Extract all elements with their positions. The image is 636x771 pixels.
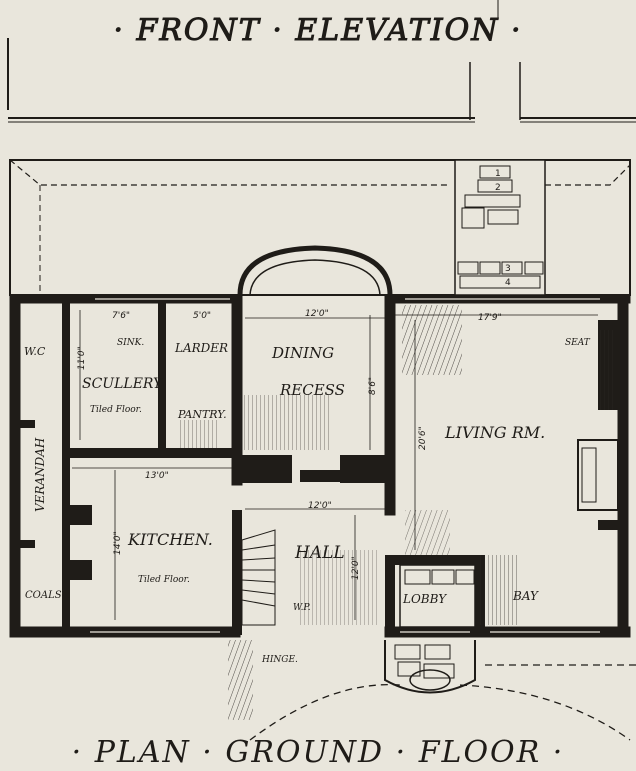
- room-label-kitchen: KITCHEN.: [127, 530, 213, 549]
- windows: [90, 298, 600, 633]
- svg-text:3: 3: [505, 264, 511, 274]
- svg-text:1: 1: [495, 169, 501, 179]
- chimney-course-numbers: 1 2 3 4: [495, 169, 511, 288]
- svg-text:2: 2: [495, 183, 501, 193]
- room-label-coals: COALS: [25, 590, 62, 601]
- dimension-labels: 12'0" 17'9" 7'6" 5'0" 13'0" 12'0" 11'0" …: [77, 309, 502, 580]
- kitchen-floor-note: Tiled Floor.: [138, 575, 190, 585]
- room-label-larder: LARDER: [174, 341, 228, 355]
- seat-label: SEAT: [565, 338, 591, 348]
- room-labels: W.C SCULLERY Tiled Floor. LARDER PANTRY.…: [24, 338, 591, 665]
- room-label-lobby: LOBBY: [402, 592, 447, 606]
- svg-text:12'0": 12'0": [351, 556, 361, 580]
- garden-path: [249, 664, 636, 741]
- scullery-floor-note: Tiled Floor.: [90, 405, 142, 415]
- svg-text:20'6": 20'6": [418, 426, 428, 450]
- svg-text:17'9": 17'9": [478, 313, 502, 323]
- dining-bay-arch: [237, 245, 393, 296]
- staircase: [241, 529, 276, 626]
- room-label-verandah: VERANDAH: [33, 437, 47, 512]
- wp-label: W.P.: [293, 603, 311, 613]
- plan-title: · PLAN · GROUND · FLOOR ·: [72, 735, 565, 770]
- room-label-scullery: SCULLERY: [82, 376, 164, 392]
- front-elevation: · FRONT · ELEVATION ·: [7, 0, 636, 123]
- svg-text:12'0": 12'0": [305, 309, 329, 319]
- room-label-living: LIVING RM.: [444, 423, 545, 442]
- svg-text:12'0": 12'0": [308, 501, 332, 511]
- hinge-label: HINGE.: [261, 655, 298, 665]
- dimension-lines: [72, 310, 598, 620]
- room-label-bay: BAY: [512, 589, 539, 603]
- room-label-hall: HALL: [294, 543, 345, 563]
- svg-text:14'0": 14'0": [113, 531, 123, 555]
- svg-text:8'6": 8'6": [368, 377, 378, 395]
- hatched-areas: [180, 305, 616, 720]
- chimney-stack: [454, 159, 546, 296]
- room-label-recess: RECESS: [279, 381, 345, 399]
- svg-text:5'0": 5'0": [193, 311, 211, 321]
- living-fireplace: [577, 439, 619, 511]
- svg-text:11'0": 11'0": [77, 346, 87, 370]
- front-elevation-title: · FRONT · ELEVATION ·: [113, 13, 522, 48]
- room-label-dining: DINING: [271, 344, 334, 362]
- svg-text:13'0": 13'0": [145, 471, 169, 481]
- room-label-pantry: PANTRY.: [177, 408, 227, 421]
- svg-text:7'6": 7'6": [112, 311, 130, 321]
- roof-outline: [9, 159, 631, 296]
- sink-label: SINK.: [117, 338, 144, 348]
- entrance-porch: [384, 564, 476, 694]
- room-label-wc: W.C: [24, 345, 46, 358]
- svg-text:4: 4: [505, 278, 511, 288]
